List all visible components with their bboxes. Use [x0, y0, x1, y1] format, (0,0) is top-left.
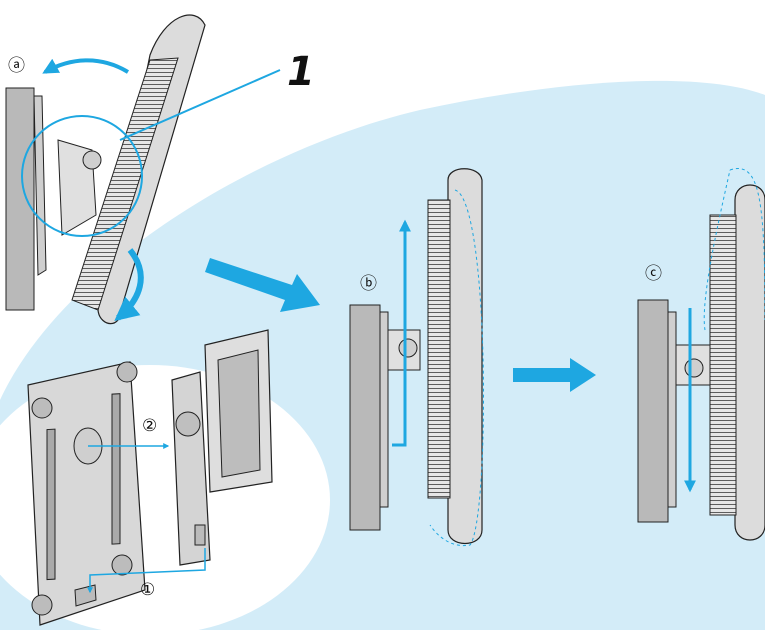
up-arrow-icon: [392, 219, 411, 447]
pointer-line-1: [87, 548, 206, 594]
hinge-knob-detail: [175, 411, 201, 437]
monitor-body-c: [734, 184, 765, 541]
step-1-label: ①: [140, 580, 156, 600]
plate-hole-br: [111, 554, 133, 576]
monitor-body-b: [447, 168, 483, 544]
step-a-label: ⓐ: [8, 56, 25, 76]
wall-bracket-c: [667, 311, 677, 508]
magnifier-circle-icon: [21, 115, 143, 237]
monitor-grill-c: [709, 214, 737, 516]
wall-bracket-b: [379, 311, 389, 508]
step-a-monitor-group: [5, 14, 281, 325]
monitor-back-a: [97, 14, 206, 325]
down-curved-arrow-icon: [114, 248, 144, 322]
step-c-monitor-group: [637, 168, 765, 541]
hinge-knob-a: [82, 150, 102, 170]
hinge-knob-c: [684, 358, 704, 378]
hinge-peg: [194, 524, 206, 546]
monitor-mount-inner: [217, 349, 261, 478]
right-arrow-icon-2: [513, 358, 596, 392]
plate-slot-left: [46, 428, 56, 581]
right-arrow-icon: [205, 258, 320, 312]
wall-section-b: [349, 304, 381, 531]
step-b-monitor-group: [349, 168, 484, 547]
plate-hole-tl: [31, 397, 53, 419]
wall-section-a: [5, 87, 35, 311]
monitor-grill-b: [427, 199, 451, 499]
hinge-knob-b: [398, 338, 418, 358]
step-c-label: ⓒ: [645, 264, 662, 284]
plate-hole-tr: [116, 361, 138, 383]
curved-arrow-icon: [42, 58, 130, 74]
detail-group: [27, 329, 273, 626]
step-b-label: ⓑ: [360, 274, 377, 294]
monitor-grill-a: [71, 57, 179, 311]
callout-number: 1: [287, 49, 315, 95]
wall-section-c: [637, 299, 669, 523]
callout-line: [119, 69, 281, 141]
ghost-outline-c: [703, 168, 765, 331]
ghost-outline-b: [429, 189, 484, 547]
plate-hole-bl: [31, 594, 53, 616]
plate-slot-right: [111, 393, 121, 545]
wall-bracket-a: [33, 95, 47, 276]
step-2-label: ②: [142, 416, 158, 436]
